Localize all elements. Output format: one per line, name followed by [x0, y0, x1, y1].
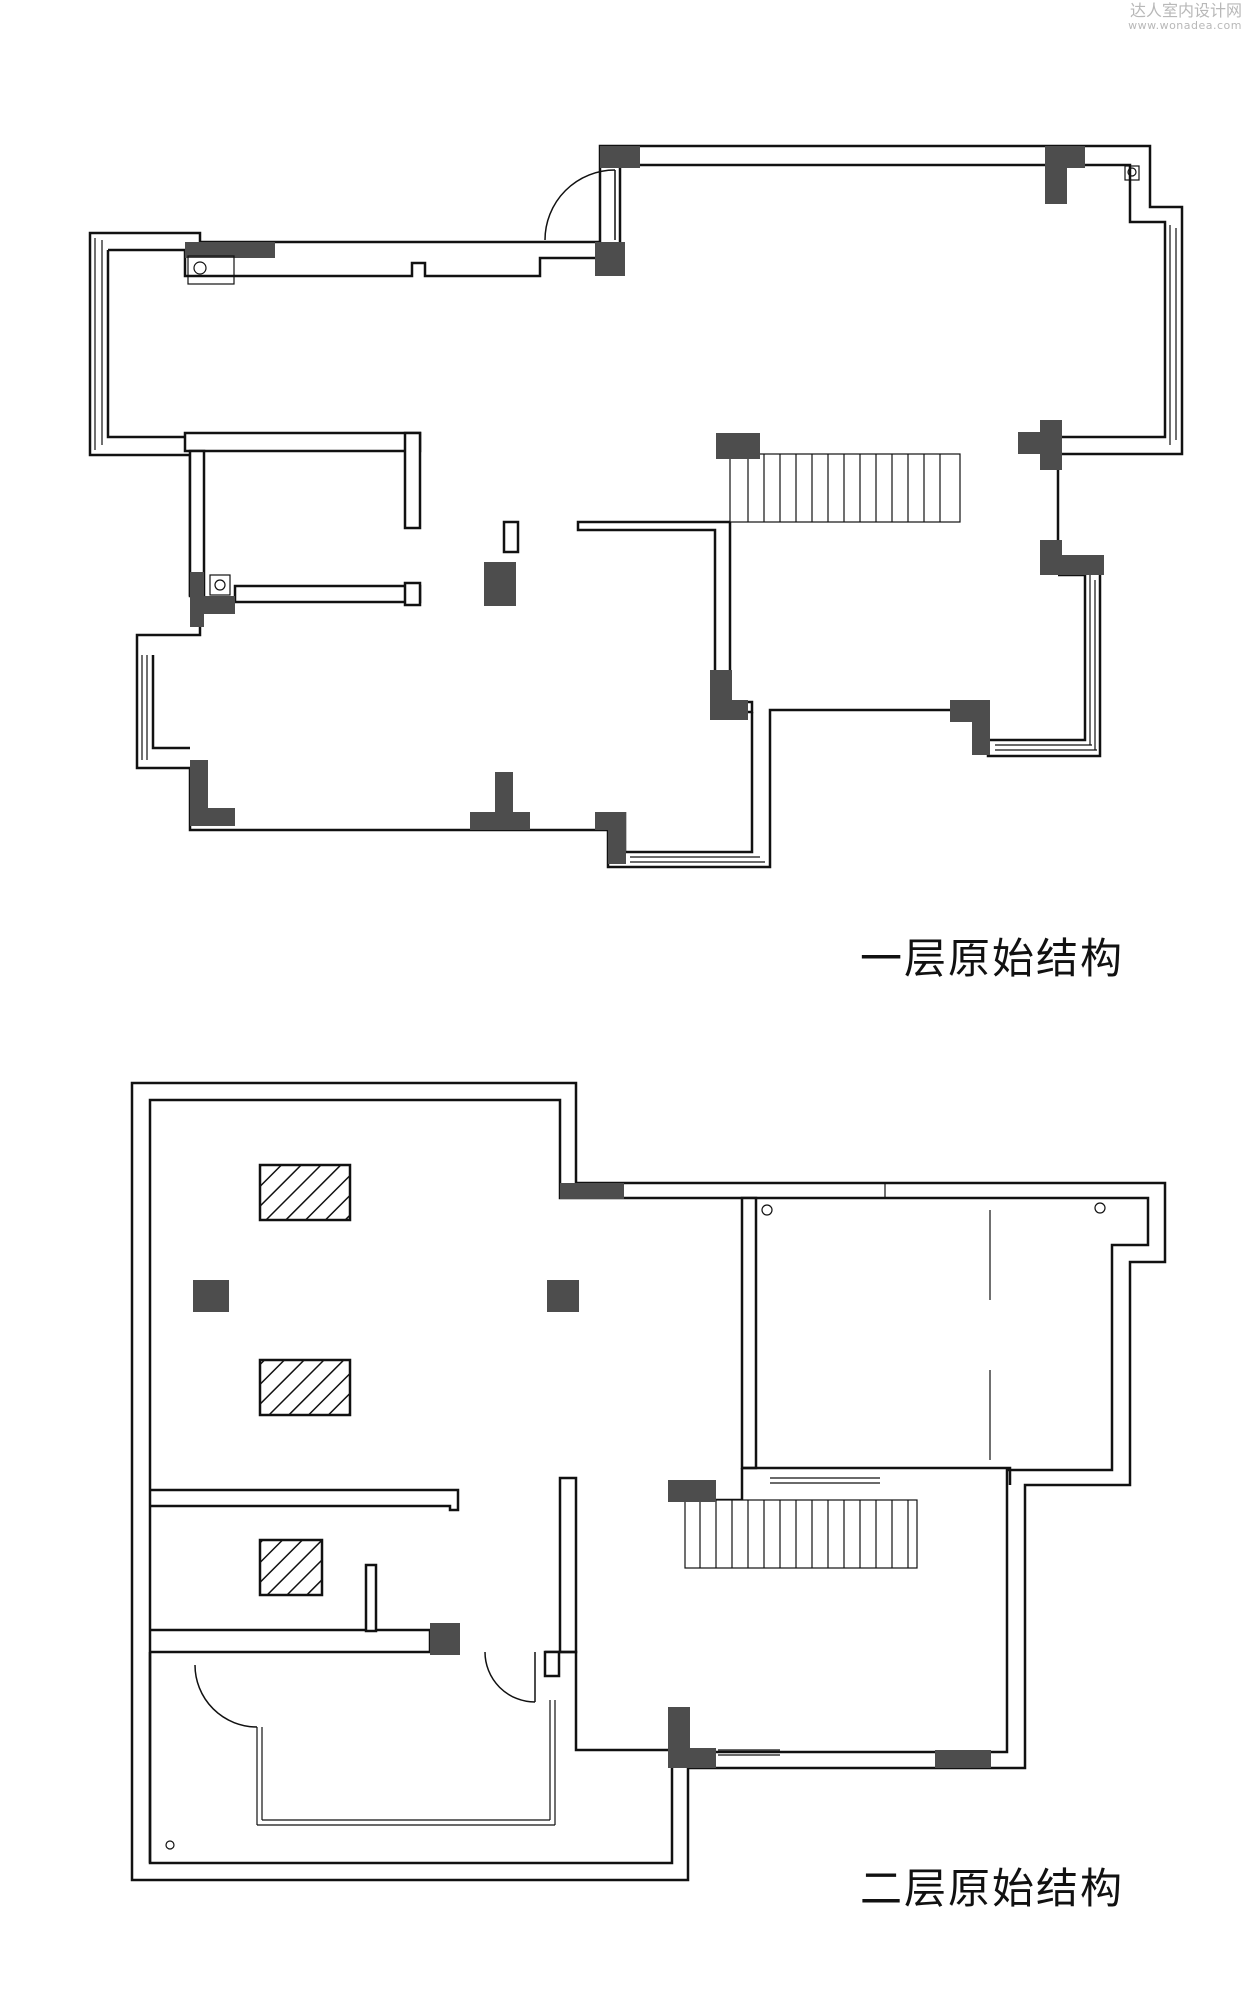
floor2-room-divider: [150, 1488, 460, 1512]
floor2-void-3: [258, 1538, 324, 1597]
watermark-site-name: 达人室内设计网: [1129, 1, 1242, 20]
floor2-columns: [193, 1183, 991, 1768]
floor1-door-swing: [544, 169, 616, 241]
floor1-fixtures: [187, 165, 1140, 596]
floor2-plan: [130, 1081, 1167, 1882]
floor2-void-1: [258, 1163, 352, 1222]
floor2-caption: 二层原始结构: [860, 1864, 1125, 1913]
floor1-staircase: [729, 453, 961, 523]
floor1-plan: [88, 144, 1184, 869]
watermark-site-url: www.wonadea.com: [1128, 18, 1242, 32]
floor1-columns: [185, 146, 1104, 864]
floor2-staircase: [684, 1499, 918, 1569]
floor2-door-swing-1: [484, 1651, 536, 1703]
floor2-void-2: [258, 1358, 352, 1417]
watermark: 达人室内设计网 www.wonadea.com: [1128, 2, 1242, 32]
floor1-inner-wall: [108, 163, 1167, 439]
floor1-partition-upper: [183, 431, 422, 453]
floor2-fixtures: [165, 1202, 1106, 1850]
floor1-caption: 一层原始结构: [860, 934, 1125, 983]
floor1-stair-wall: [576, 520, 754, 714]
floor1-partition-lower: [233, 584, 422, 604]
floor2-door-swing-2: [194, 1664, 258, 1728]
